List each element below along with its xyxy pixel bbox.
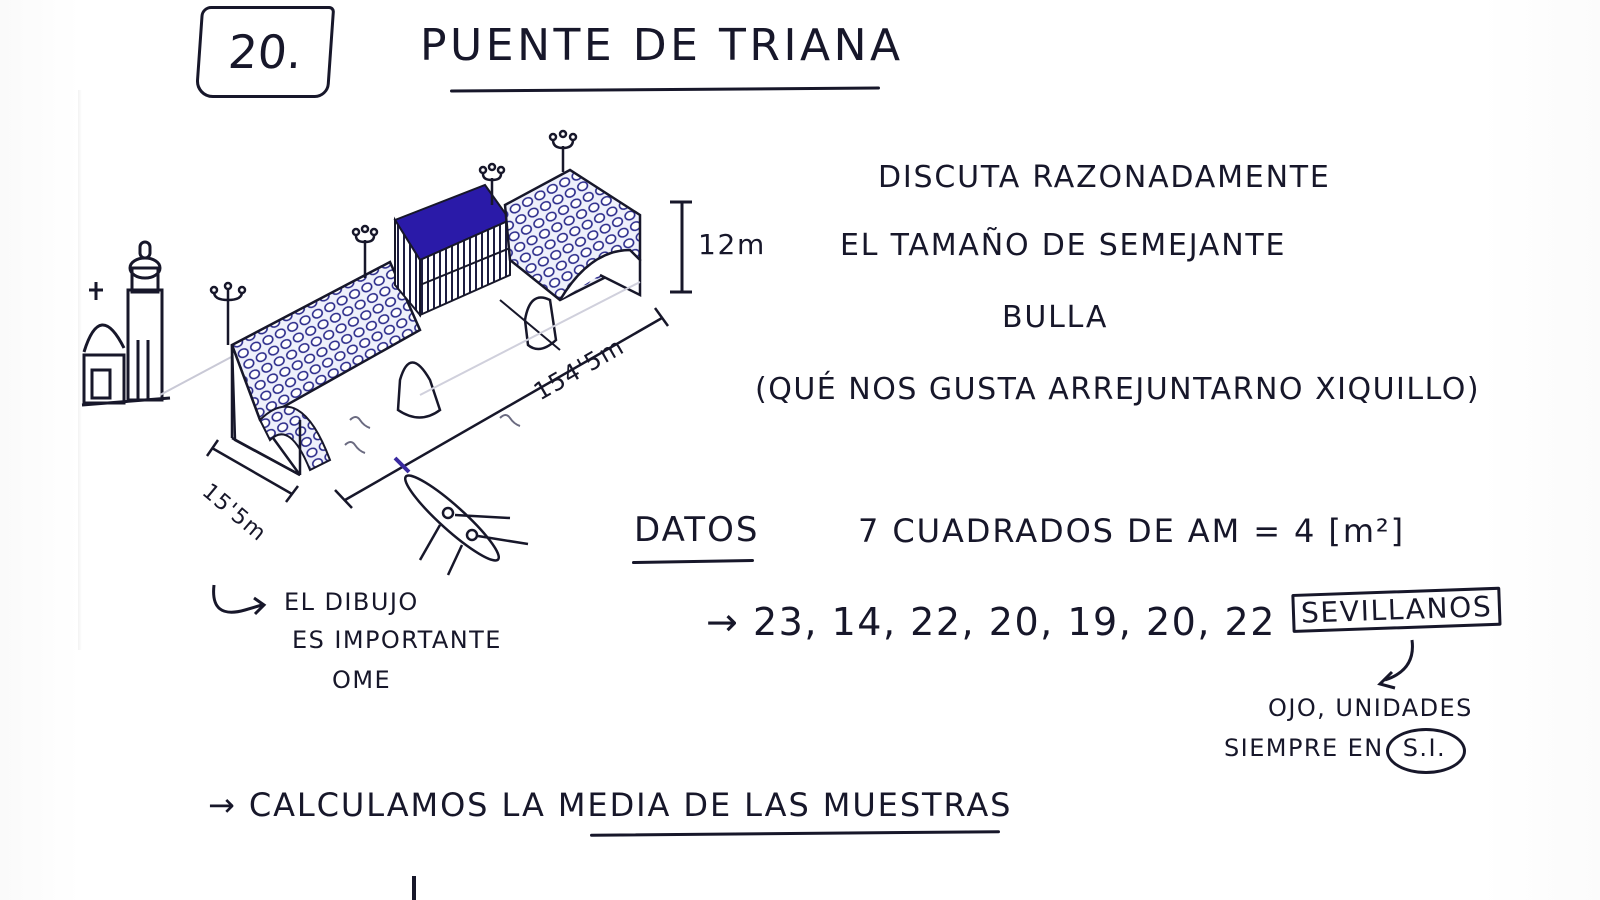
bridge-pier-middle [396,361,442,419]
prompt-line-1: DISCUTA RAZONADAMENTE [878,160,1331,195]
data-section-label: DATOS [634,510,760,550]
unit-label: SEVILLANOS [1291,586,1502,633]
bridge-deck-left [230,260,422,422]
pen-mark [412,876,416,900]
sample-values-line: → 23, 14, 22, 20, 19, 20, 22 [706,600,1276,644]
bridge-pier-right [523,296,558,351]
data-description: 7 CUADRADOS DE AM = 4 [m²] [858,512,1406,550]
next-step-emphasis: MEDIA DE LAS MUESTRAS [557,786,1013,824]
drawing-note-line-2: ES IMPORTANTE [292,626,502,654]
curved-arrow-icon [1384,639,1414,682]
water-ripples-icon [344,414,521,454]
arrow-icon: → [706,600,740,644]
church-icon [81,240,236,407]
exercise-title: PUENTE DE TRIANA [420,20,904,71]
width-dimension-marker [205,439,299,503]
drawing-note-line-1: EL DIBUJO [284,588,419,616]
curved-arrow-icon [212,584,263,614]
prompt-line-2: EL TAMAÑO DE SEMEJANTE [840,228,1287,263]
height-label: 12m [698,228,766,261]
length-dimension-marker [334,307,670,509]
prompt-line-3: BULLA [1002,300,1109,335]
prompt-line-4: (QUÉ NOS GUSTA ARREJUNTARNO XIQUILLO) [755,372,1481,407]
page-edge-shadow [78,90,82,650]
unit-note-text: SIEMPRE EN [1224,734,1384,762]
height-dimension-marker [670,200,692,294]
sample-values: 23, 14, 22, 20, 19, 20, 22 [752,600,1276,644]
next-step-prefix: → CALCULAMOS LA [208,786,558,824]
lamp-post-icons [209,129,578,345]
si-circle [1386,728,1466,774]
next-step-line: → CALCULAMOS LA MEDIA DE LAS MUESTRAS [208,786,1012,824]
unit-note-line-1: OJO, UNIDADES [1268,694,1473,722]
drawing-note-line-3: OME [332,666,392,694]
rowing-boat-icon [393,456,529,576]
